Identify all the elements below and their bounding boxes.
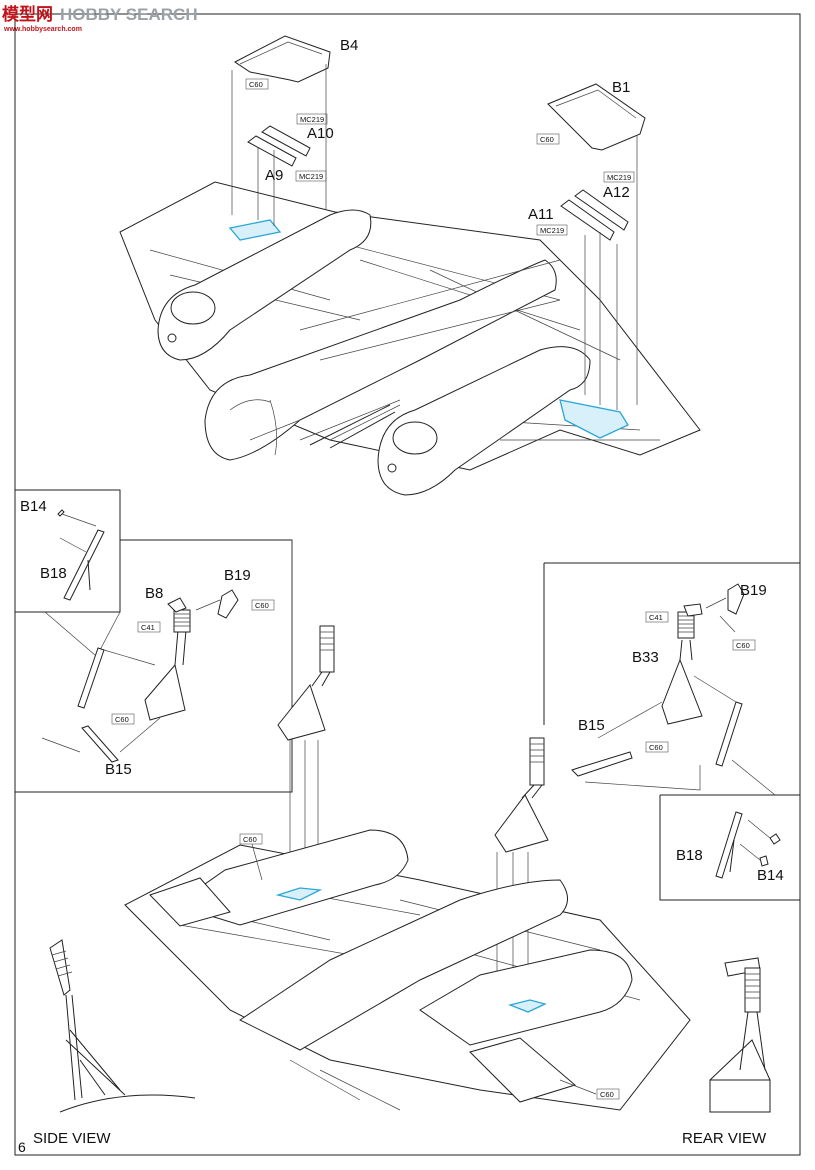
part-a12 (574, 189, 629, 231)
label-b1: B1 (612, 79, 630, 96)
callout-box-c60-b15-right (645, 741, 669, 753)
callout-mc219-a11: MC219 (540, 226, 564, 235)
watermark-en: HOBBY SEARCH (60, 5, 198, 24)
callout-c60-b15-left: C60 (115, 715, 129, 724)
callout-c41-right: C41 (649, 613, 663, 622)
part-b1 (547, 83, 646, 151)
part-b18-right (715, 811, 743, 879)
label-b33: B33 (632, 649, 659, 666)
floating-gear-left (277, 625, 335, 885)
left-gear-detail: B14 B18 B8 B19 C60 C41 B15 C60 (15, 489, 293, 793)
label-b14-left: B14 (20, 498, 47, 515)
part-b19-left (217, 589, 239, 619)
callout-mc219-a9: MC219 (299, 172, 323, 181)
right-gear-detail: C41 B33 B19 C60 B15 C60 B18 B14 (543, 562, 800, 901)
watermark-url: www.hobbysearch.com (3, 26, 82, 33)
label-b15-right: B15 (578, 717, 605, 734)
part-a10 (261, 125, 311, 157)
bottom-left-bay-highlight (275, 887, 323, 901)
callout-box-mc219-a12 (603, 171, 635, 183)
label-b18-right: B18 (676, 847, 703, 864)
label-a10: A10 (307, 125, 334, 142)
bottom-aircraft: C60 C60 (124, 829, 691, 1111)
top-left-bay-highlight (228, 219, 282, 241)
page-frame (14, 13, 801, 1156)
callout-box-c41-right (645, 611, 669, 623)
watermark-cn: 模型网 (2, 4, 53, 24)
callout-c41-left: C41 (141, 623, 155, 632)
callout-box-c60-b19-right (732, 639, 756, 651)
side-view-figure: SIDE VIEW (33, 939, 196, 1147)
callout-box-c60-b15-left (111, 713, 135, 725)
callout-box-c60-wing-left (239, 833, 263, 845)
label-a12: A12 (603, 184, 630, 201)
callout-box-c41-left (137, 621, 161, 633)
label-b14-right: B14 (757, 867, 784, 884)
part-b15-left (81, 725, 119, 763)
top-right-bay-highlight (559, 399, 629, 439)
label-a11: A11 (528, 206, 554, 223)
part-b18-left (63, 529, 105, 601)
callout-c60-b15-right: C60 (649, 743, 663, 752)
bottom-right-nacelle (419, 949, 633, 1046)
callout-c60-b19-right: C60 (736, 641, 750, 650)
callout-c60-b4: C60 (249, 80, 263, 89)
part-a9 (247, 135, 297, 167)
part-b4-group: B4 C60 (234, 35, 358, 90)
rear-view-figure: REAR VIEW (682, 957, 771, 1147)
part-b15-right (571, 751, 633, 777)
part-a11 (560, 199, 615, 241)
callout-box-mc219-a11 (536, 224, 568, 236)
bottom-right-bay-highlight (507, 999, 547, 1013)
part-b8 (167, 597, 187, 613)
label-b19-left: B19 (224, 567, 251, 584)
watermark: 模型网 HOBBY SEARCH www.hobbysearch.com (2, 4, 198, 33)
part-b4 (234, 35, 331, 83)
callout-box-c60-wing-right (596, 1088, 620, 1100)
callout-box-mc219-a10 (296, 113, 328, 125)
part-a10-a9-group: MC219 A10 A9 MC219 (231, 64, 334, 226)
bottom-fuselage (239, 879, 568, 1051)
callout-box-c60-b4 (245, 78, 269, 90)
left-inset-frame (15, 540, 121, 613)
right-inset-frame (659, 794, 800, 901)
callout-c60-b1: C60 (540, 135, 554, 144)
side-view-label: SIDE VIEW (33, 1130, 111, 1147)
callout-c60-wing-left: C60 (243, 835, 257, 844)
label-b19-right: B19 (740, 582, 767, 599)
part-b19-right (727, 583, 745, 615)
left-gear-frame (144, 663, 186, 721)
callout-mc219-a10: MC219 (300, 115, 324, 124)
label-b15-left: B15 (105, 761, 132, 778)
top-left-nacelle (157, 209, 372, 361)
part-a12-a11-group: MC219 A12 A11 MC219 (528, 135, 638, 410)
floating-gear-right (494, 737, 549, 1005)
right-detail-frame (543, 562, 800, 725)
page-number: 6 (18, 1139, 26, 1155)
part-b1-group: B1 C60 (536, 79, 646, 151)
bottom-left-nacelle (173, 829, 409, 926)
callout-c60-wing-right: C60 (600, 1090, 614, 1099)
right-gear-frame (661, 658, 703, 725)
callout-c60-b19-left: C60 (255, 601, 269, 610)
left-detail-frame (15, 489, 293, 793)
top-wing (119, 181, 701, 471)
label-b18-left: B18 (40, 565, 67, 582)
label-b8: B8 (145, 585, 163, 602)
top-fuselage (204, 259, 557, 461)
callout-box-c60-b19-left (251, 599, 275, 611)
top-aircraft (119, 181, 701, 496)
callout-box-c60-b1 (536, 133, 560, 145)
label-b4: B4 (340, 37, 358, 54)
top-right-nacelle (377, 346, 591, 496)
callout-mc219-a12: MC219 (607, 173, 631, 182)
rear-view-label: REAR VIEW (682, 1130, 767, 1147)
